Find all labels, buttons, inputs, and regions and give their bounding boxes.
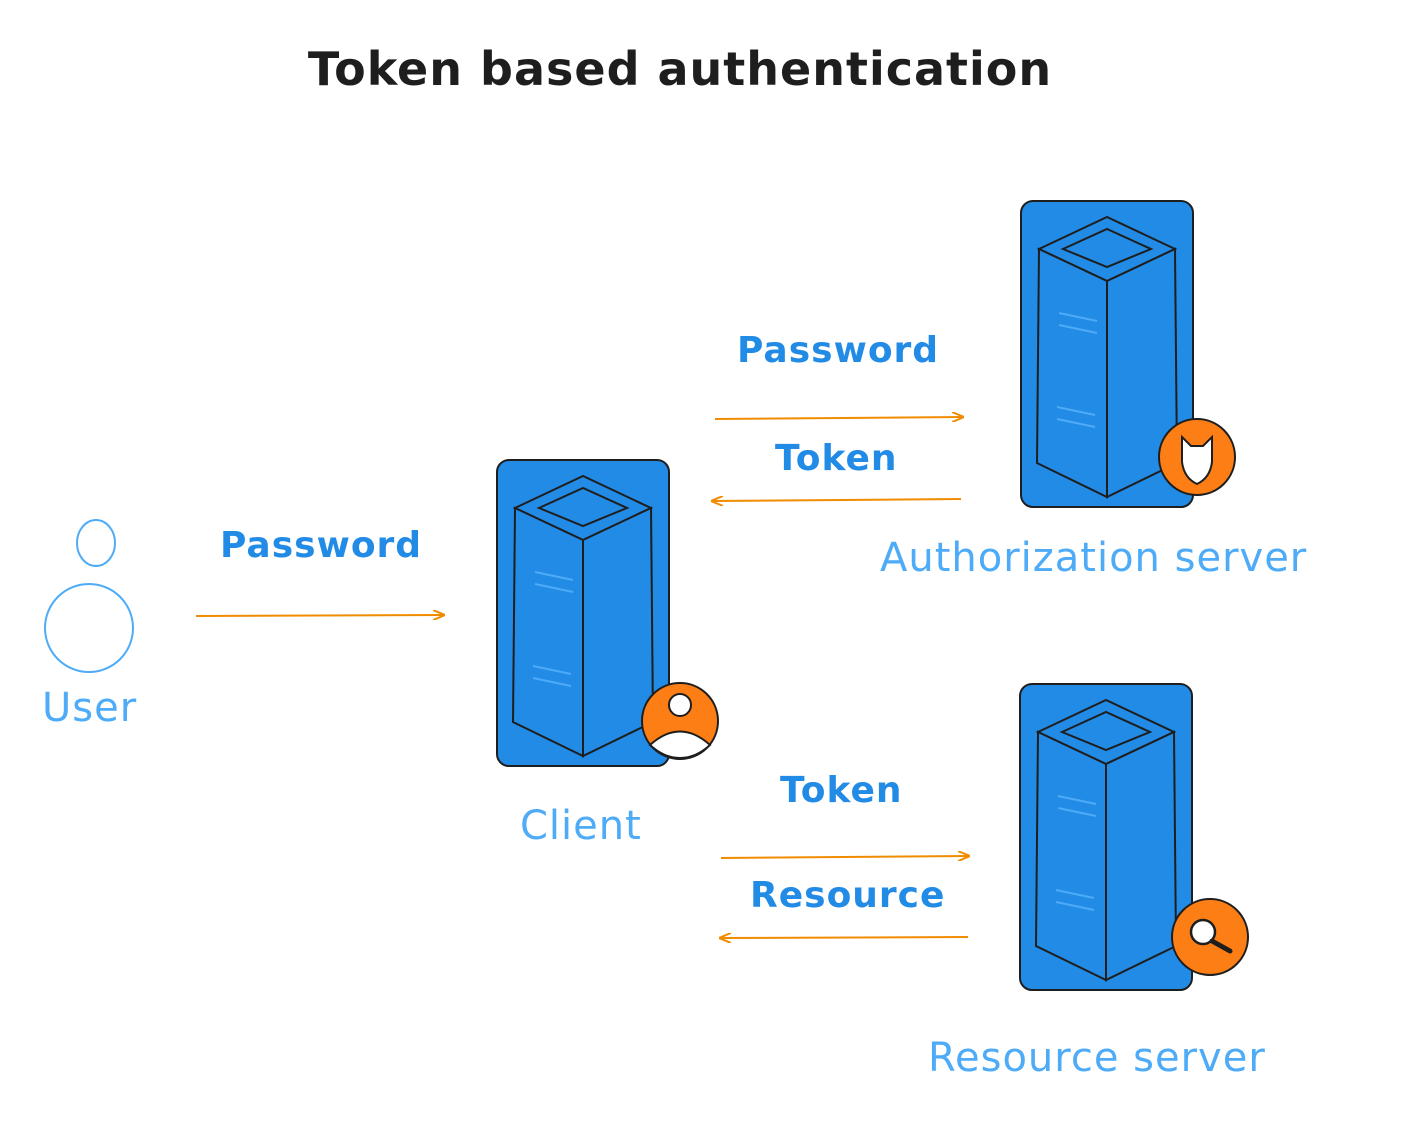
user-head <box>76 519 116 567</box>
node-label-auth-server: Authorization server <box>880 535 1308 581</box>
user-figure <box>44 519 134 673</box>
person-icon <box>641 682 719 760</box>
arrow-client-to-auth <box>714 417 963 419</box>
node-label-client: Client <box>520 803 642 849</box>
magnifier-icon <box>1171 898 1249 976</box>
arrow-client-to-resource <box>720 856 969 858</box>
arrow-auth-to-client <box>712 499 962 501</box>
arrow-resource-to-client <box>720 937 969 938</box>
edge-label-resource: Resource <box>750 875 946 916</box>
arrow-user-to-client <box>195 615 444 616</box>
edge-label-user-password: Password <box>220 525 423 566</box>
diagram-title: Token based authentication <box>307 42 1053 96</box>
edge-label-auth-token: Token <box>775 438 898 479</box>
node-label-resource-server: Resource server <box>928 1035 1266 1081</box>
node-label-user: User <box>42 685 138 731</box>
user-body <box>44 583 134 673</box>
edge-label-client-password: Password <box>737 330 940 371</box>
shield-icon <box>1158 418 1236 496</box>
resource-server <box>1019 683 1193 991</box>
edge-label-resource-token: Token <box>780 770 903 811</box>
